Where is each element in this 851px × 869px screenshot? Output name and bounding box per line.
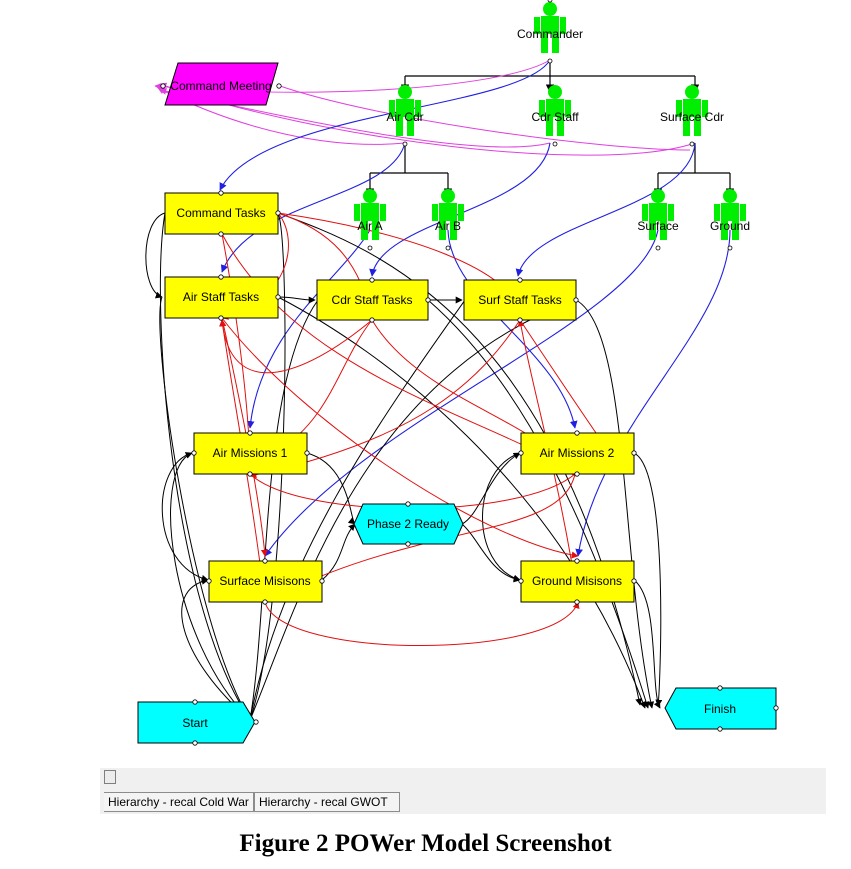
links-layer (145, 59, 735, 721)
event-label: Start (182, 716, 208, 730)
event-node-start[interactable]: Start (137, 699, 259, 746)
task-node-command-tasks[interactable]: Command Tasks (164, 190, 281, 237)
person-label: Air Cdr (386, 110, 423, 124)
person-surface-cdr[interactable]: Surface Cdr (660, 85, 724, 147)
task-label: Air Missions 1 (213, 446, 288, 460)
person-cdr-staff[interactable]: Cdr Staff (531, 85, 579, 147)
person-label: Cdr Staff (531, 110, 579, 124)
meeting-node-label: Command Meeting (170, 79, 271, 93)
tab-scroll-button[interactable] (104, 770, 116, 784)
task-label: Air Staff Tasks (183, 290, 259, 304)
task-node-air-missions-2[interactable]: Air Missions 2 (518, 430, 637, 477)
event-label: Phase 2 Ready (367, 517, 449, 531)
task-label: Command Tasks (176, 206, 265, 220)
person-air-cdr[interactable]: Air Cdr (386, 85, 424, 147)
task-node-surface-misisons[interactable]: Surface Misisons (206, 558, 325, 605)
task-nodes: Command Tasks Air Staff Tasks Cdr Staff … (164, 190, 637, 605)
task-label: Cdr Staff Tasks (332, 293, 413, 307)
org-model-canvas[interactable]: Commander Air Cdr Cdr Staff Surface Cdr … (0, 0, 851, 760)
task-label: Surf Staff Tasks (478, 293, 562, 307)
person-label: Air A (357, 219, 382, 233)
task-node-ground-misisons[interactable]: Ground Misisons (518, 558, 637, 605)
event-node-phase-2-ready[interactable]: Phase 2 Ready (353, 501, 464, 547)
task-node-air-staff-tasks[interactable]: Air Staff Tasks (164, 274, 281, 321)
figure-caption: Figure 2 POWer Model Screenshot (239, 830, 612, 857)
event-node-finish[interactable]: Finish (664, 685, 779, 732)
task-label: Surface Misisons (219, 574, 310, 588)
assignment-links (219, 59, 731, 557)
event-nodes: Phase 2 Ready Start Finish (137, 501, 779, 746)
person-surface[interactable]: Surface (637, 189, 679, 251)
meeting-node-command-meeting[interactable]: Command Meeting (160, 62, 282, 106)
person-label: Ground (710, 219, 750, 233)
task-label: Ground Misisons (532, 574, 622, 588)
tab-hierarchy-recal-cold-war[interactable]: Hierarchy - recal Cold War (104, 792, 254, 812)
person-commander[interactable]: Commander (517, 0, 583, 64)
task-node-air-missions-1[interactable]: Air Missions 1 (191, 430, 310, 477)
person-label: Air B (435, 219, 461, 233)
person-label: Surface (637, 219, 679, 233)
person-air-a[interactable]: Air A (354, 189, 386, 251)
person-air-b[interactable]: Air B (432, 189, 464, 251)
task-node-surf-staff-tasks[interactable]: Surf Staff Tasks (463, 277, 579, 323)
task-node-cdr-staff-tasks[interactable]: Cdr Staff Tasks (316, 277, 431, 323)
task-label: Air Missions 2 (540, 446, 615, 460)
person-label: Commander (517, 27, 583, 41)
person-ground[interactable]: Ground (710, 189, 750, 251)
people-layer: Commander Air Cdr Cdr Staff Surface Cdr … (354, 0, 750, 251)
precedence-links (145, 212, 663, 721)
person-label: Surface Cdr (660, 110, 724, 124)
event-label: Finish (704, 702, 736, 716)
tab-hierarchy-recal-gwot[interactable]: Hierarchy - recal GWOT (254, 792, 400, 812)
